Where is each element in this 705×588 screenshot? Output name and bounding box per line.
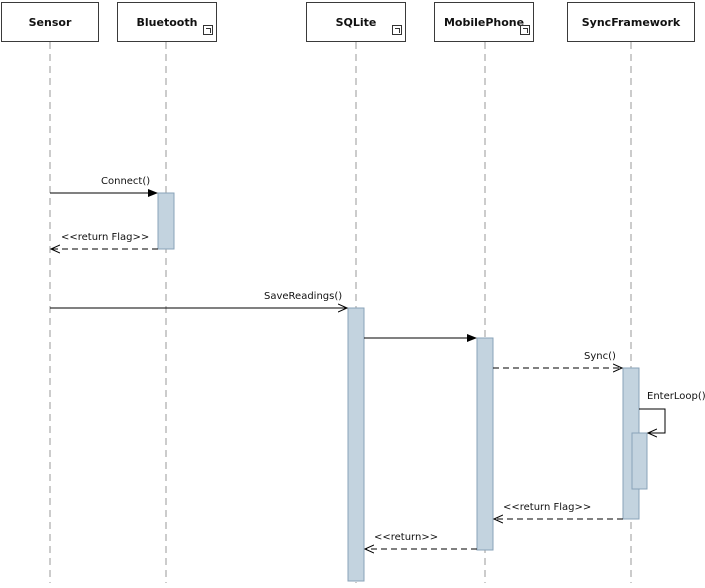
- message-label-enterloop: EnterLoop(): [647, 391, 705, 402]
- activation-sqlite: [347, 307, 365, 582]
- message-label-savereadings: SaveReadings(): [264, 291, 342, 302]
- lifeline-head-bluetooth: Bluetooth: [117, 2, 217, 42]
- message-label-sync: Sync(): [584, 351, 616, 362]
- lifeline-name: Sensor: [28, 15, 72, 29]
- activation-syncframework-nested: [631, 432, 648, 490]
- link-icon[interactable]: [520, 25, 530, 35]
- message-label-connect: Connect(): [101, 176, 150, 187]
- lifeline-head-mobilephone: MobilePhone: [434, 2, 534, 42]
- link-icon[interactable]: [392, 25, 402, 35]
- messages: Connect() <<return Flag>> SaveReadings()…: [50, 176, 705, 549]
- activation-mobilephone: [476, 337, 494, 551]
- message-arrow-enterloop: [639, 408, 666, 433]
- link-icon[interactable]: [203, 25, 213, 35]
- lifeline-name: MobilePhone: [443, 15, 525, 29]
- lifeline-name: SyncFramework: [581, 15, 681, 29]
- message-label-return-flag-1: <<return Flag>>: [61, 232, 149, 243]
- activation-bluetooth: [157, 192, 175, 250]
- lifeline-head-sensor: Sensor: [1, 2, 99, 42]
- lifeline-head-sqlite: SQLite: [306, 2, 406, 42]
- message-label-return-flag-2: <<return Flag>>: [503, 502, 591, 513]
- message-label-return: <<return>>: [374, 532, 438, 543]
- lifeline-head-syncframework: SyncFramework: [567, 2, 695, 42]
- lifeline-name: Bluetooth: [136, 15, 198, 29]
- activation-bars: [157, 192, 648, 582]
- lifeline-name: SQLite: [335, 15, 377, 29]
